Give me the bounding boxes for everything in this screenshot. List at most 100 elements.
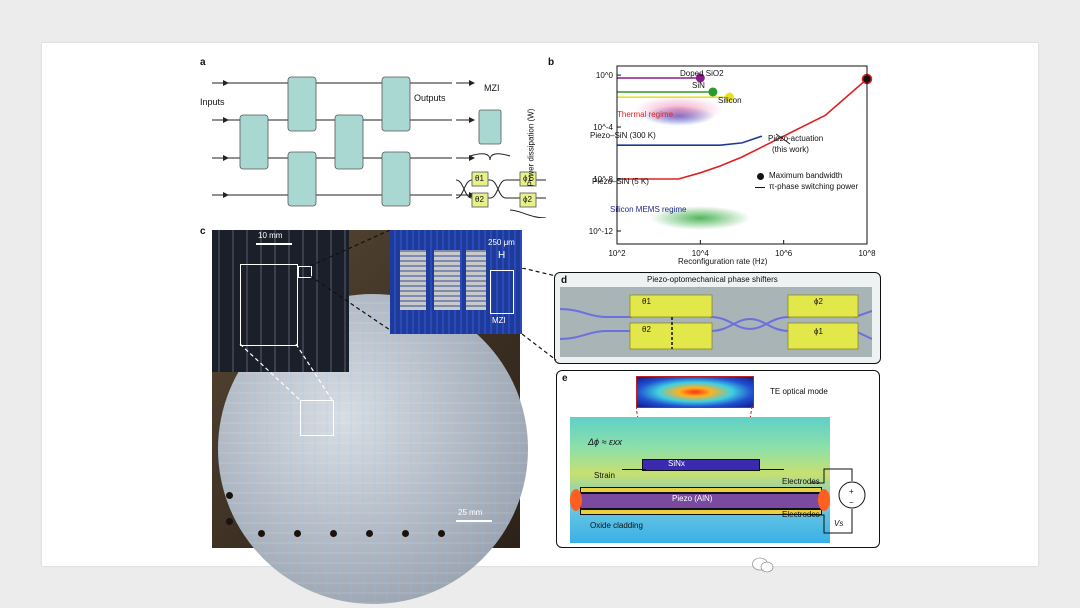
ann-this-work: (this work): [772, 145, 809, 154]
mzi-detail-diagram: [455, 109, 547, 218]
die-structure: [400, 250, 426, 310]
chart-frame: [616, 65, 868, 245]
phi2-label: ϕ2: [523, 195, 532, 204]
oxide-cladding-label: Oxide cladding: [590, 521, 643, 530]
legend-max-bandwidth: Maximum bandwidth: [769, 171, 843, 180]
mount-hole-icon: [226, 492, 233, 499]
phi1-shifter: [787, 322, 859, 350]
panel-a-label: a: [200, 57, 206, 68]
te-mode-plot: [636, 376, 754, 408]
mems-glow: [650, 206, 751, 231]
mount-hole-icon: [438, 530, 445, 537]
mzi-box-5: [381, 76, 411, 132]
ann-piezo-actuation: Piezo-actuation: [768, 134, 824, 143]
wafer-photo: 25 mm: [212, 230, 528, 604]
series-end-dot: [724, 92, 734, 102]
die-inset-photo: 250 μm H MZI: [390, 230, 522, 334]
mount-hole-icon: [330, 530, 337, 537]
y-axis-label: Power dissipation (W): [526, 108, 536, 187]
mount-hole-icon: [294, 530, 301, 537]
mzi-box-4: [334, 114, 364, 170]
piezo-label: Piezo (AlN): [672, 494, 713, 503]
mzi-box-2: [287, 76, 317, 132]
mzi-box-1: [239, 114, 269, 170]
series-end-dot: [695, 73, 705, 83]
d-zoom-lines: [522, 268, 557, 361]
electrodes-bottom-label: Electrodes: [782, 510, 820, 519]
mount-hole-icon: [258, 530, 265, 537]
h-marker: H: [498, 250, 506, 261]
scale-bar-10mm: [256, 243, 292, 245]
theta1-shifter: [629, 294, 713, 318]
scale-25mm-label: 25 mm: [458, 508, 483, 517]
series-line: [617, 78, 868, 180]
delta-phi-equation: Δϕ ≈ εxx: [588, 437, 622, 447]
ann-thermal-regime: Thermal regime: [617, 110, 674, 119]
te-mode-label: TE optical mode: [770, 387, 828, 396]
mount-hole-icon: [402, 530, 409, 537]
zoom-guide-lines: [239, 230, 391, 401]
waveguide-cross-section: [570, 417, 830, 543]
panel-e-label: e: [562, 373, 568, 384]
theta2-shifter: [629, 322, 713, 350]
ann-sin: SiN: [692, 81, 705, 90]
mount-hole-icon: [226, 518, 233, 525]
panel-c-label: c: [200, 226, 206, 237]
chip-inset-photo: 10 mm: [212, 230, 349, 372]
vs-plus: +: [849, 487, 854, 496]
theta2-box: [471, 192, 489, 208]
wafer-zoom-box: [300, 400, 334, 436]
electrodes-top-label: Electrodes: [782, 477, 820, 486]
chip-zoom-box: [240, 264, 298, 346]
outputs-label: Outputs: [414, 93, 446, 103]
mount-hole-icon: [366, 530, 373, 537]
die-zoom-box: [298, 266, 312, 278]
y-tick-label: 10^-4: [593, 123, 613, 132]
ann-silicon: Silicon: [718, 96, 742, 105]
bottom-electrode: [580, 509, 822, 515]
x-axis-label: Reconfiguration rate (Hz): [678, 257, 768, 266]
mzi-highlight-box: [490, 270, 514, 314]
voltage-source-circuit: [810, 468, 866, 534]
theta2-label: θ2: [475, 195, 484, 204]
y-tick-label: 10^-8: [593, 175, 613, 184]
mzi-box-6: [381, 151, 411, 207]
field-hotspot: [818, 489, 830, 511]
thermal-glow-pink: [634, 95, 723, 124]
phi1-box: [519, 171, 537, 187]
field-hotspot: [570, 489, 582, 511]
ann-silicon-mems: Silicon MEMS regime: [610, 205, 687, 214]
strain-arrow-left-icon: [622, 469, 646, 470]
theta1-label: θ1: [475, 174, 484, 183]
scale-bar-25mm: [456, 520, 492, 522]
scale-250um-label: 250 μm: [488, 238, 515, 247]
ann-piezo-300k: Piezo–SiN (300 K): [590, 131, 656, 140]
strain-label: Strain: [594, 471, 615, 480]
d-theta2-label: θ2: [642, 325, 651, 334]
series-end-dot: [708, 87, 718, 97]
ann-piezo-5k: Piezo–SiN (5 K): [592, 177, 649, 186]
d-phi1-label: ϕ1: [814, 327, 823, 336]
phi2-box: [519, 192, 537, 208]
die-structure: [434, 250, 460, 310]
series-line: [617, 135, 763, 146]
strain-arrow-right-icon: [760, 469, 784, 470]
mzi-box-3: [287, 151, 317, 207]
sin-label: SiNx: [668, 459, 685, 468]
phase-shifter-render: [560, 287, 872, 357]
x-tick-label: 10^6: [775, 249, 793, 258]
panel-b-label: b: [548, 57, 555, 68]
scale-10mm-label: 10 mm: [258, 231, 283, 240]
mzi-mesh-diagram: [212, 76, 475, 207]
legend-dot-icon: [757, 173, 764, 180]
phi2-shifter: [787, 294, 859, 318]
mzi-label: MZI: [484, 83, 500, 93]
theta1-box: [471, 171, 489, 187]
figure-card: a: [42, 43, 1038, 604]
sin-layer: [642, 459, 760, 471]
mzi-photo-label: MZI: [492, 316, 506, 325]
inputs-label: Inputs: [200, 97, 225, 107]
x-tick-label: 10^2: [608, 249, 626, 258]
annotation-arrow: [775, 133, 791, 145]
